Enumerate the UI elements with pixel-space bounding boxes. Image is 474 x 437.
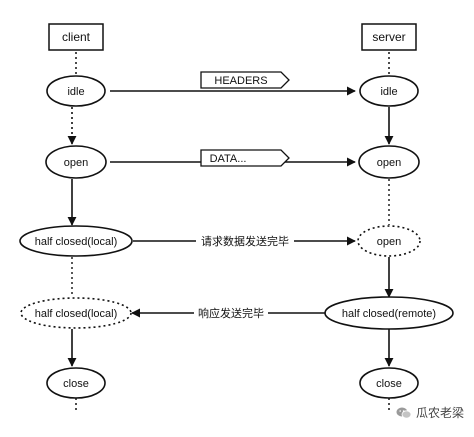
server-state-idle-label: idle [380,86,397,98]
server-participant-label: server [372,30,405,44]
wechat-icon [396,407,412,419]
server-state-close: close [359,367,419,399]
headers-frame-tag: HEADERS [200,71,290,89]
client-state-half-closed-local-pending: half closed(local) [20,297,132,329]
server-state-open: open [358,145,420,179]
request-done-label: 请求数据发送完毕 [201,234,289,248]
server-state-idle: idle [359,75,419,107]
client-state-close: close [46,367,106,399]
watermark: 瓜农老梁 [396,404,464,421]
headers-frame-label: HEADERS [214,75,267,87]
client-state-open: open [45,145,107,179]
client-state-half-closed-local-label: half closed(local) [35,236,118,248]
client-participant: client [48,23,104,51]
data-frame-tag: DATA... [200,149,290,167]
server-state-half-closed-remote-label: half closed(remote) [342,308,436,320]
client-state-half-closed-local: half closed(local) [19,225,133,257]
server-state-open-pending: open [357,225,421,257]
server-state-close-label: close [376,378,402,390]
server-state-half-closed-remote: half closed(remote) [324,296,454,330]
server-participant: server [361,23,417,51]
data-frame-label: DATA... [210,153,247,165]
server-state-open-label: open [377,157,401,169]
client-state-idle-label: idle [67,86,84,98]
server-state-open-pending-label: open [377,236,401,248]
client-state-half-closed-local-pending-label: half closed(local) [35,308,118,320]
watermark-text: 瓜农老梁 [415,406,464,420]
client-state-idle: idle [46,75,106,107]
response-done-label: 响应发送完毕 [198,306,264,320]
client-participant-label: client [62,30,91,44]
client-state-close-label: close [63,378,89,390]
client-state-open-label: open [64,157,88,169]
